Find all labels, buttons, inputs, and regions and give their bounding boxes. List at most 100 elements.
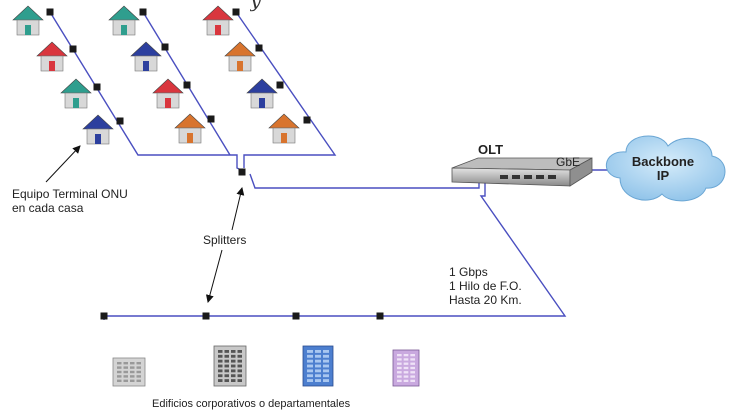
building-window [130, 370, 135, 374]
building-window [130, 379, 135, 382]
building-window [410, 375, 415, 378]
building-window [123, 379, 128, 382]
building-window [136, 366, 141, 369]
fiber-to-buildings [104, 182, 567, 317]
building-window [117, 370, 122, 374]
building-window [237, 359, 242, 363]
building-window [136, 362, 141, 365]
splitter-arrow-up [231, 187, 245, 231]
house-icon [174, 113, 206, 144]
building-window [397, 375, 402, 378]
splitter-node [69, 45, 77, 53]
house-roof [36, 41, 68, 57]
cloud-shape [605, 135, 726, 202]
building-window [315, 350, 321, 353]
building-window [224, 369, 229, 373]
house-roof [130, 41, 162, 57]
house-roof [174, 113, 206, 129]
building-window [397, 379, 402, 382]
house-roof [108, 5, 140, 21]
building-window [218, 374, 223, 378]
olt-port [500, 175, 508, 179]
splitter-node [116, 117, 124, 125]
building-window [224, 359, 229, 363]
building-window [130, 362, 135, 365]
building-window [307, 379, 313, 382]
house-roof [60, 78, 92, 94]
olt-side [569, 157, 593, 187]
building-window [231, 350, 236, 353]
buildings-label: Edificios corporativos o departamentales [152, 398, 351, 410]
building-window [323, 354, 329, 358]
house-door [187, 133, 193, 143]
building-window [231, 379, 236, 382]
building-window [315, 354, 321, 358]
building-window [231, 354, 236, 358]
building-window [307, 374, 313, 378]
olt-port [536, 175, 544, 179]
building-window [315, 374, 321, 378]
house-roof [246, 78, 278, 94]
splitter-arrow-down [205, 249, 223, 303]
building-window [117, 366, 122, 369]
building-window [231, 374, 236, 378]
link-spec-label: 1 Gbps 1 Hilo de F.O. Hasta 20 Km. [449, 265, 522, 307]
building-window [218, 354, 223, 358]
building-icon [392, 349, 420, 387]
house-door [95, 134, 101, 144]
house-door [259, 98, 265, 108]
building-window [117, 362, 122, 365]
building-window [123, 375, 128, 378]
building-window [397, 354, 402, 357]
building-window [218, 350, 223, 353]
building-window [323, 350, 329, 353]
olt-port [548, 175, 556, 179]
house-icon [246, 78, 278, 109]
onu-arrow [45, 145, 81, 183]
house-roof [202, 5, 234, 21]
building-window [323, 359, 329, 363]
building-window [403, 371, 409, 374]
house-icon [108, 5, 140, 36]
fiber-branch-3 [235, 11, 337, 168]
building-window [224, 374, 229, 378]
splitter-node [100, 312, 108, 320]
building-window [231, 359, 236, 363]
house-icon [12, 5, 44, 36]
building-window [218, 364, 223, 368]
devices [451, 135, 726, 202]
building-window [410, 354, 415, 357]
splitter-node [303, 116, 311, 124]
backbone-label-line-2: IP [656, 168, 670, 183]
backbone-label: Backbone IP [628, 155, 698, 183]
olt-device-icon [451, 157, 593, 187]
building-window [323, 374, 329, 378]
buildings [112, 345, 420, 387]
building-window [397, 371, 402, 374]
building-window [237, 354, 242, 358]
splitter-node [202, 312, 210, 320]
splitter-node [183, 81, 191, 89]
building-window [307, 354, 313, 358]
house-icon [36, 41, 68, 72]
link-speed: 1 Gbps [449, 265, 488, 279]
building-window [403, 354, 409, 357]
splitter-node [207, 115, 215, 123]
building-icon [213, 345, 247, 387]
onu-label-line-1: Equipo Terminal ONU [12, 187, 128, 201]
gbe-label: GbE [556, 155, 581, 169]
building-window [224, 379, 229, 382]
building-window [397, 366, 402, 370]
backbone-cloud-icon [605, 135, 726, 202]
building-window [218, 379, 223, 382]
building-window [403, 366, 409, 370]
onu-label-line-2: en cada casa [12, 201, 84, 215]
building-window [315, 379, 321, 382]
house-icon [202, 5, 234, 36]
building-window [237, 379, 242, 382]
building-window [410, 366, 415, 370]
building-window [410, 379, 415, 382]
splitter-node [238, 168, 246, 176]
